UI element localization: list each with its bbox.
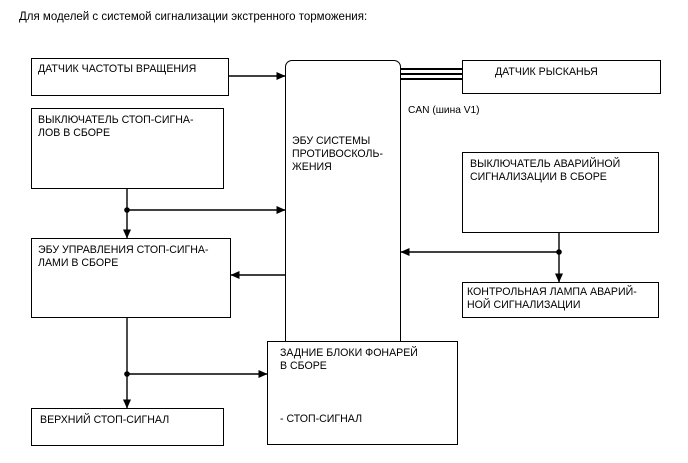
junction-dot — [124, 207, 130, 213]
hazard-switch-block — [462, 152, 659, 233]
hazard-switch-label-line2: СИГНАЛИЗАЦИИ В СБОРЕ — [470, 171, 607, 183]
speed-sensor-block — [31, 58, 229, 96]
speed-sensor-label: ДАТЧИК ЧАСТОТЫ ВРАЩЕНИЯ — [38, 63, 197, 75]
hazard-lamp-label-line1: КОНТРОЛЬНАЯ ЛАМПА АВАРИЙ- — [467, 286, 637, 298]
abs-ecu-label-line3: ЖЕНИЯ — [292, 161, 332, 173]
yaw-sensor-block — [462, 60, 661, 94]
high-stop-lamp-block — [31, 408, 224, 446]
can-bus-label: CAN (шина V1) — [408, 105, 480, 116]
stop-switch-label-line2: ЛОВ В СБОРЕ — [38, 127, 111, 139]
high-stop-lamp-label: ВЕРХНИЙ СТОП-СИГНАЛ — [40, 414, 170, 426]
diagram-heading: Для моделей с системой сигнализации экст… — [19, 11, 368, 23]
junction-dot — [556, 249, 562, 255]
abs-ecu-label-line2: ПРОТИВОСКОЛЬ- — [292, 148, 383, 160]
rear-lamps-label-line2: В СБОРЕ — [280, 360, 327, 372]
stop-switch-block — [31, 108, 224, 189]
brake-ecu-label-line2: ЛАМИ В СБОРЕ — [38, 257, 119, 269]
brake-ecu-label-line1: ЭБУ УПРАВЛЕНИЯ СТОП-СИГНА- — [38, 244, 209, 256]
abs-ecu-label-line1: ЭБУ СИСТЕМЫ — [292, 135, 371, 147]
brake-ecu-block — [31, 238, 231, 318]
rear-lamps-block — [267, 341, 458, 445]
stop-switch-label-line1: ВЫКЛЮЧАТЕЛЬ СТОП-СИГНА- — [38, 114, 194, 126]
hazard-switch-label-line1: ВЫКЛЮЧАТЕЛЬ АВАРИЙНОЙ — [470, 158, 621, 170]
rear-lamps-item-stop: - СТОП-СИГНАЛ — [280, 413, 363, 425]
junction-dot — [124, 371, 130, 377]
hazard-lamp-block — [462, 282, 659, 318]
rear-lamps-label-line1: ЗАДНИЕ БЛОКИ ФОНАРЕЙ — [280, 347, 418, 359]
hazard-lamp-label-line2: НОЙ СИГНАЛИЗАЦИИ — [467, 299, 581, 311]
yaw-sensor-label: ДАТЧИК РЫСКАНЬЯ — [495, 66, 598, 78]
